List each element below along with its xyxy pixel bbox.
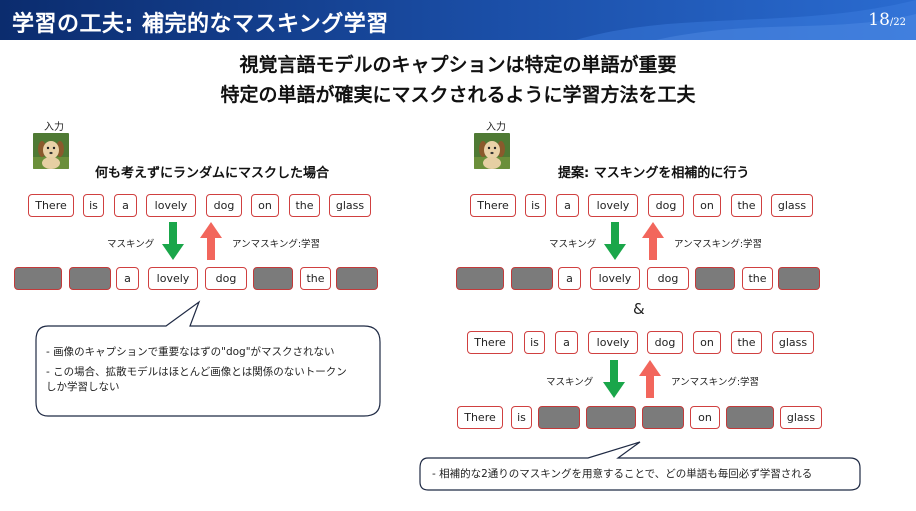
token: a	[555, 331, 578, 354]
right-unmask-label-a: アンマスキング:学習	[674, 239, 763, 250]
token: lovely	[588, 331, 638, 354]
masked-token	[778, 267, 820, 290]
masked-token	[69, 267, 111, 290]
headline-line2: 特定の単語が確実にマスクされるように学習方法を工夫	[220, 84, 696, 106]
header-bar: 学習の工夫: 補完的なマスキング学習 18/22	[0, 0, 916, 40]
arrow-down-icon	[162, 222, 184, 260]
right-caption-row: There is a lovely dog on the glass	[470, 194, 813, 217]
left-callout-line1: - 画像のキャプションで重要なはずの"dog"がマスクされない	[46, 346, 335, 358]
right-unmask-label-b: アンマスキング:学習	[671, 377, 760, 388]
left-mask-label: マスキング	[107, 239, 155, 250]
token: dog	[205, 267, 247, 290]
arrow-up-icon	[639, 360, 661, 398]
ampersand: &	[633, 300, 645, 318]
left-callout-line3: しか学習しない	[46, 381, 120, 394]
token: a	[556, 194, 579, 217]
token: is	[511, 406, 532, 429]
token: dog	[648, 194, 684, 217]
token: a	[114, 194, 137, 217]
token: glass	[771, 194, 813, 217]
token: the	[289, 194, 320, 217]
token: lovely	[146, 194, 196, 217]
header-swoosh-decoration	[576, 0, 916, 40]
token: a	[116, 267, 139, 290]
left-dog-photo	[33, 133, 69, 169]
masked-token	[14, 267, 62, 290]
token: dog	[647, 267, 689, 290]
right-masked-row-a: a lovely dog the	[456, 267, 820, 290]
token: There	[470, 194, 516, 217]
token: is	[524, 331, 545, 354]
token: the	[731, 331, 762, 354]
token: glass	[780, 406, 822, 429]
masked-token	[695, 267, 735, 290]
masked-token	[253, 267, 293, 290]
masked-token	[726, 406, 774, 429]
right-dog-photo	[474, 133, 510, 169]
right-input-label: 入力	[486, 122, 506, 133]
token: on	[693, 194, 721, 217]
token: glass	[329, 194, 371, 217]
left-input-label: 入力	[44, 122, 64, 133]
masked-token	[642, 406, 684, 429]
left-callout-text: - 画像のキャプションで重要なはずの"dog"がマスクされない - この場合、拡…	[46, 345, 376, 396]
token: dog	[647, 331, 683, 354]
token: the	[300, 267, 331, 290]
arrow-down-icon	[603, 360, 625, 398]
token: on	[693, 331, 721, 354]
arrow-down-icon	[604, 222, 626, 260]
left-callout-line2: - この場合、拡散モデルはほとんど画像とは関係のないトークン	[46, 366, 347, 379]
dog-photo-icon	[33, 133, 69, 169]
dog-photo-icon	[474, 133, 510, 169]
masked-token	[538, 406, 580, 429]
page-total: /22	[889, 17, 906, 28]
token: the	[731, 194, 762, 217]
token: There	[28, 194, 74, 217]
left-masked-row: a lovely dog the	[14, 267, 378, 290]
left-speech-callout	[35, 300, 381, 417]
token: lovely	[148, 267, 198, 290]
left-unmask-label: アンマスキング:学習	[232, 239, 321, 250]
token: on	[690, 406, 720, 429]
headline-line1: 視覚言語モデルのキャプションは特定の単語が重要	[239, 54, 677, 76]
token: is	[525, 194, 546, 217]
masked-token	[511, 267, 553, 290]
masked-token	[456, 267, 504, 290]
right-mask-label-a: マスキング	[549, 239, 597, 250]
slide-title: 学習の工夫: 補完的なマスキング学習	[12, 12, 389, 37]
right-callout-text: - 相補的な2通りのマスキングを用意することで、どの単語も毎回必ず学習される	[432, 468, 813, 480]
token: There	[457, 406, 503, 429]
right-caption-row-b: There is a lovely dog on the glass	[467, 331, 814, 354]
token: on	[251, 194, 279, 217]
right-masked-row-b: There is on glass	[457, 406, 822, 429]
token: is	[83, 194, 104, 217]
token: There	[467, 331, 513, 354]
arrow-up-icon	[200, 222, 222, 260]
page-current: 18	[868, 10, 890, 30]
right-section-title: 提案: マスキングを相補的に行う	[558, 166, 750, 181]
right-speech-callout	[419, 441, 861, 491]
masked-token	[336, 267, 378, 290]
token: a	[558, 267, 581, 290]
token: lovely	[588, 194, 638, 217]
token: lovely	[590, 267, 640, 290]
token: the	[742, 267, 773, 290]
page-number: 18/22	[868, 10, 906, 30]
token: glass	[772, 331, 814, 354]
masked-token	[586, 406, 636, 429]
token: dog	[206, 194, 242, 217]
right-mask-label-b: マスキング	[546, 377, 594, 388]
left-section-title: 何も考えずにランダムにマスクした場合	[95, 166, 330, 181]
left-caption-row: There is a lovely dog on the glass	[28, 194, 371, 217]
arrow-up-icon	[642, 222, 664, 260]
